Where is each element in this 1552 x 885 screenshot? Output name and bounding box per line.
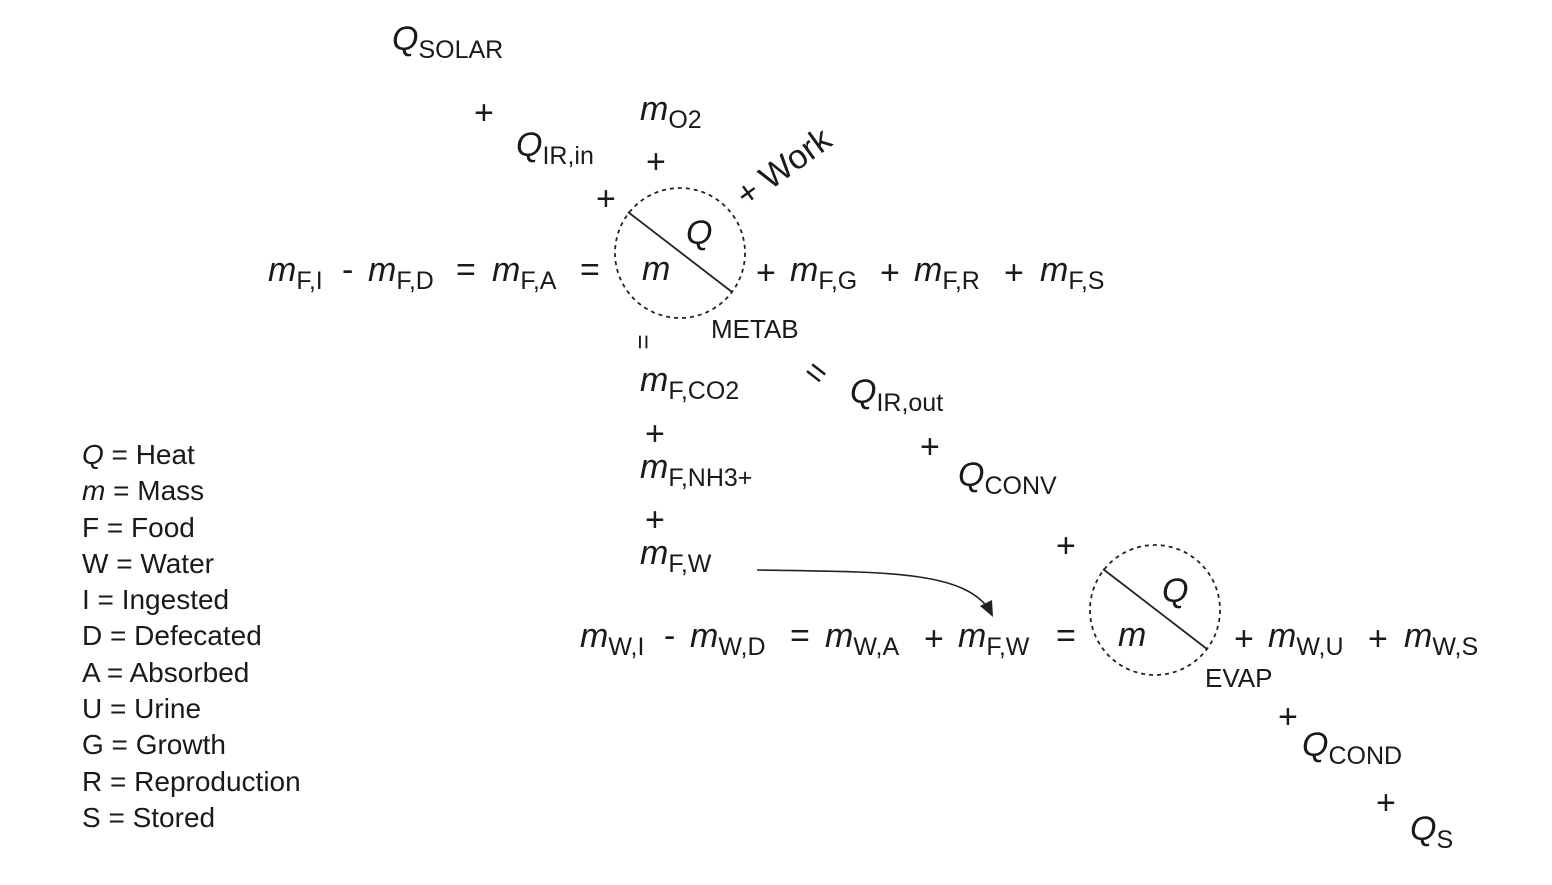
evap-label: EVAP [1205, 663, 1273, 693]
plus-sign: + [474, 94, 494, 132]
minus-sign: - [342, 251, 354, 289]
evap-circle [1089, 544, 1221, 676]
m-f-r: mF,R [914, 251, 980, 295]
m-w-s: mW,S [1404, 617, 1479, 661]
plus-sign: + [646, 143, 666, 181]
m-f-a: mF,A [492, 251, 557, 295]
plus-sign: + [1234, 620, 1254, 658]
q-cond: QCOND [1302, 726, 1403, 770]
metab-heat-label: Q [686, 214, 713, 252]
plus-sign: + [880, 254, 900, 292]
evap-heat-label: Q [1162, 572, 1189, 610]
plus-sign: + [1278, 698, 1298, 736]
m-f-w-water: mF,W [958, 617, 1030, 661]
metab-mass-label: m [642, 250, 671, 288]
plus-sign: + [1004, 254, 1024, 292]
m-f-s: mF,S [1040, 251, 1105, 295]
q-s: QS [1410, 810, 1454, 854]
evap-divider [1102, 568, 1208, 650]
plus-sign: + [1376, 784, 1396, 822]
equals-vertical: = [628, 334, 659, 350]
equals-sign: = [1056, 617, 1076, 655]
m-f-g: mF,G [790, 251, 858, 295]
m-w-u: mW,U [1268, 617, 1344, 661]
legend-item: Q = Heat [82, 439, 195, 470]
legend-item: A = Absorbed [82, 656, 250, 688]
legend-item: W = Water [82, 547, 214, 579]
m-f-i: mF,I [268, 251, 323, 295]
plus-sign: + [756, 254, 776, 292]
m-w-i: mW,I [580, 617, 645, 661]
equals-sign: = [790, 617, 810, 655]
legend-item: G = Growth [82, 729, 226, 761]
equals-sign: = [456, 251, 476, 289]
legend-item: R = Reproduction [82, 765, 301, 797]
m-o2: mO2 [640, 90, 702, 134]
evap-mass-label: m [1118, 616, 1147, 654]
m-w-a: mW,A [825, 617, 900, 661]
metab-circle [614, 187, 746, 319]
legend-item: U = Urine [82, 693, 202, 725]
m-w-d: mW,D [690, 617, 766, 661]
q-conv: QCONV [958, 456, 1057, 500]
plus-sign: + [1368, 620, 1388, 658]
legend-item: S = Stored [82, 801, 216, 833]
metab-label: METAB [711, 314, 799, 344]
q-ir-out: QIR,out [850, 373, 944, 417]
plus-sign: + [645, 501, 665, 539]
plus-sign: + [924, 620, 944, 658]
legend-item: m = Mass [82, 475, 205, 507]
q-solar: QSOLAR [392, 20, 504, 64]
transfer-arrowhead [980, 600, 993, 617]
m-f-co2: mF,CO2 [640, 361, 740, 405]
q-ir-in: QIR,in [516, 126, 594, 170]
m-f-nh3: mF,NH3+ [640, 448, 753, 492]
transfer-arrow [756, 569, 989, 609]
plus-sign: + [645, 415, 665, 453]
plus-sign: + [920, 428, 940, 466]
plus-sign: + [1056, 527, 1076, 565]
legend: Q = Heat m = Mass F = Food W = Water I =… [82, 437, 301, 836]
m-f-d: mF,D [368, 251, 434, 295]
plus-sign: + [596, 180, 616, 218]
legend-item: D = Defecated [82, 620, 262, 652]
legend-item: I = Ingested [82, 584, 230, 616]
equals-sign: = [580, 251, 600, 289]
metab-divider [627, 211, 733, 293]
minus-sign: - [664, 617, 676, 655]
m-f-w: mF,W [640, 534, 712, 578]
legend-item: F = Food [82, 511, 195, 543]
